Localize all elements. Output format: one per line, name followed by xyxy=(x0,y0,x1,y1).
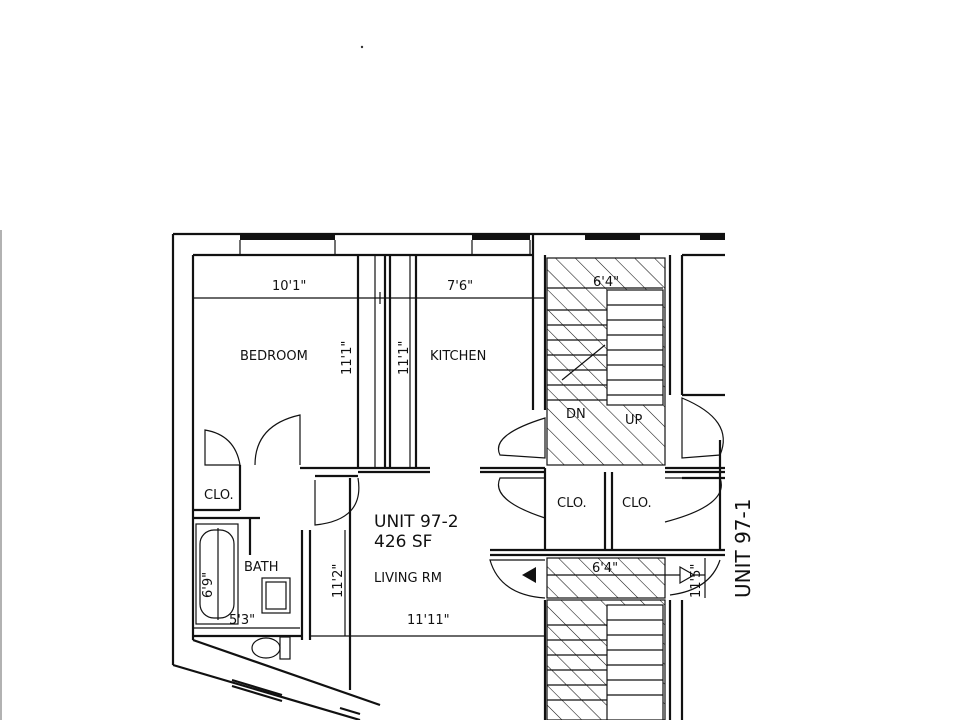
door-swing xyxy=(497,477,546,519)
arrow-left-icon xyxy=(522,567,536,583)
door-swing xyxy=(254,414,301,466)
window xyxy=(585,234,640,240)
neighbor-unit-label: UNIT 97-1 xyxy=(731,499,755,598)
arrow-right-icon xyxy=(679,565,696,585)
scan-speck xyxy=(360,45,364,49)
room-kitchen: KITCHEN xyxy=(430,349,486,364)
room-bedroom: BEDROOM xyxy=(240,349,308,364)
bath-fixtures xyxy=(195,523,291,660)
bathtub xyxy=(195,523,239,625)
labels: 10'1" 7'6" 6'4" BEDROOM KITCHEN 11'1" 11… xyxy=(201,275,755,628)
dim-living-width: 11'11" xyxy=(407,613,450,628)
stair-treads-top xyxy=(547,289,664,406)
stair-down-label: DN xyxy=(566,407,586,422)
room-bath: BATH xyxy=(244,560,279,575)
dim-kitchen-width: 7'6" xyxy=(447,279,473,294)
dim-kitchen-depth: 11'1" xyxy=(397,341,412,375)
window xyxy=(700,234,725,240)
door-swing xyxy=(497,417,546,459)
door-swing xyxy=(204,429,241,466)
door-swing xyxy=(669,559,721,596)
door-swing xyxy=(681,397,724,459)
room-closet-mid-1: CLO. xyxy=(557,496,587,511)
room-living: LIVING RM xyxy=(374,571,442,586)
door-swing xyxy=(314,477,360,526)
room-closet-left: CLO. xyxy=(204,488,234,503)
door-swings xyxy=(204,397,724,599)
unit-area: 426 SF xyxy=(374,532,432,552)
sink-basin xyxy=(265,581,287,610)
corridor-hatch xyxy=(546,557,666,599)
dim-living-depth: 11'2" xyxy=(331,564,346,598)
dim-corridor-depth: 11'5" xyxy=(689,564,704,598)
toilet-tank xyxy=(279,636,291,660)
interior-walls xyxy=(193,234,725,720)
bottom-window xyxy=(231,678,361,716)
toilet-bowl xyxy=(251,637,281,659)
door-swing xyxy=(489,559,546,599)
stair-treads-bottom xyxy=(547,604,664,720)
window xyxy=(240,234,335,240)
stair-up-label: UP xyxy=(625,413,643,428)
dim-stair-width-top: 6'4" xyxy=(593,275,619,290)
stair-hatching xyxy=(546,257,666,720)
top-windows xyxy=(239,234,725,255)
unit-name: UNIT 97-2 xyxy=(374,512,459,532)
bathtub-inner xyxy=(199,529,235,619)
dim-corridor-width: 6'4" xyxy=(592,561,618,576)
dimension-lines xyxy=(192,255,706,637)
room-closet-mid-2: CLO. xyxy=(622,496,652,511)
window xyxy=(472,234,530,240)
dim-tub-length: 6'9" xyxy=(201,572,216,598)
dim-bedroom-depth: 11'1" xyxy=(340,341,355,375)
sink xyxy=(261,577,291,614)
door-swing xyxy=(664,477,722,523)
dim-bedroom-width: 10'1" xyxy=(272,279,306,294)
dim-bath-width: 5'3" xyxy=(229,613,255,628)
